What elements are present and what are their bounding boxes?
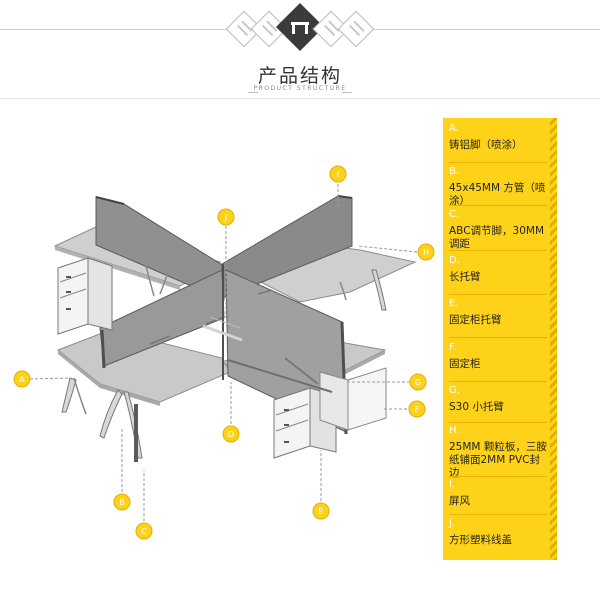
legend-item-e: E. 固定柜托臂: [449, 298, 547, 327]
legend-divider: [449, 294, 547, 295]
legend-text: 25MM 颗粒板，三胺纸铺面2MM PVC封边: [449, 441, 547, 479]
callout-label: I: [337, 170, 339, 179]
leg-front-left: [73, 377, 87, 415]
legend-text: ABC调节脚，30MM调距: [449, 225, 545, 250]
long-arm: [284, 357, 319, 385]
callout-label: J: [224, 213, 227, 222]
leg-back-left: [145, 265, 155, 297]
cable-cover: [202, 324, 243, 342]
callout-i: I: [329, 165, 347, 183]
legend-letter: E.: [449, 298, 459, 309]
legend-item-g: G. S30 小托臂: [449, 385, 547, 414]
leg-back-right: [371, 269, 387, 311]
legend-item-j: J. 方形塑料线盖: [449, 518, 547, 547]
desktop-front-left-edge: [58, 350, 100, 388]
callout-label: D: [228, 430, 234, 439]
legend-item-d: D. 长托臂: [449, 255, 547, 284]
leg-front: [99, 389, 123, 439]
bracket: [149, 335, 171, 345]
legend-text: 长托臂: [449, 271, 481, 283]
page-title: 产品结构: [257, 65, 342, 87]
callout-markers: A B C D E F G H I J: [13, 165, 435, 540]
bracket: [205, 317, 223, 325]
callout-label: E: [318, 507, 323, 516]
desktop-front-left-edge: [100, 384, 160, 406]
legend-text: 45x45MM 方管（喷涂）: [449, 182, 546, 207]
legend-letter: A.: [449, 123, 459, 134]
callout-c: C: [135, 522, 153, 540]
leg-back-left: [159, 271, 169, 295]
parts-legend-panel: [443, 118, 550, 560]
long-arm: [227, 359, 333, 393]
title-rule-right: [342, 92, 352, 93]
legend-divider: [449, 250, 547, 251]
header-rule-right: [374, 29, 600, 30]
legend-text: S30 小托臂: [449, 401, 504, 413]
legend-text: 方形塑料线盖: [449, 534, 512, 546]
title-rule-left: [248, 92, 258, 93]
callout-label: B: [119, 498, 125, 507]
callout-g: G: [409, 373, 427, 391]
legend-letter: D.: [449, 255, 460, 266]
legend-item-a: A. 铸铝脚（喷涂）: [449, 123, 547, 152]
page-subtitle: PRODUCT STRUCTURE: [253, 85, 347, 92]
callout-label: H: [423, 248, 429, 257]
legend-letter: I.: [449, 479, 456, 490]
legend-letter: G.: [449, 385, 460, 396]
legend-divider: [449, 162, 547, 163]
legend-text: 屏风: [449, 495, 470, 507]
legend-item-i: I. 屏风: [449, 479, 547, 508]
legend-divider: [449, 337, 547, 338]
callout-h: H: [417, 243, 435, 261]
legend-panel-edge: [550, 118, 557, 560]
legend-letter: J.: [449, 518, 456, 529]
leg-back: [339, 281, 347, 301]
fixed-cabinet-side: [319, 371, 349, 431]
legend-item-c: C. ABC调节脚，30MM调距: [449, 209, 547, 251]
legend-divider: [449, 381, 547, 382]
bracket: [257, 289, 273, 295]
callout-label: F: [415, 405, 420, 414]
fixed-cabinet: [347, 367, 387, 431]
cabinet-back-left-side: [87, 257, 113, 331]
legend-letter: B.: [449, 166, 460, 177]
callout-label: A: [19, 375, 25, 384]
screen-cap: [337, 195, 353, 199]
cabinet-front-right: [273, 387, 311, 459]
callout-label: G: [415, 378, 421, 387]
cable-cover: [209, 316, 241, 329]
legend-divider: [449, 476, 547, 477]
callout-a: A: [13, 370, 31, 388]
legend-divider: [449, 205, 547, 206]
legend-letter: H.: [449, 425, 460, 436]
callout-d: D: [222, 425, 240, 443]
legend-item-f: F. 固定柜: [449, 342, 547, 371]
legend-divider: [449, 514, 547, 515]
leg-front-left: [61, 377, 77, 413]
header-rule-left: [0, 29, 226, 30]
screen-post: [100, 329, 106, 369]
screen-cap: [95, 196, 125, 205]
legend-item-h: H. 25MM 颗粒板，三胺纸铺面2MM PVC封边: [449, 425, 547, 480]
legend-divider: [449, 422, 547, 423]
cabinet-back-left: [57, 257, 89, 335]
callout-label: C: [141, 527, 147, 536]
section-rule: [0, 98, 600, 99]
legend-letter: F.: [449, 342, 457, 353]
legend-text: 铸铝脚（喷涂）: [449, 139, 523, 151]
callout-e: E: [312, 502, 330, 520]
leg-front: [123, 391, 143, 459]
legend-item-b: B. 45x45MM 方管（喷涂）: [449, 166, 547, 208]
leader-lines: [29, 174, 418, 531]
legend-text: 固定柜托臂: [449, 314, 502, 326]
callout-f: F: [408, 400, 426, 418]
callout-j: J: [217, 208, 235, 226]
legend-letter: C.: [449, 209, 460, 220]
desk-icon: [275, 2, 325, 52]
legend-text: 固定柜: [449, 358, 481, 370]
callout-b: B: [113, 493, 131, 511]
